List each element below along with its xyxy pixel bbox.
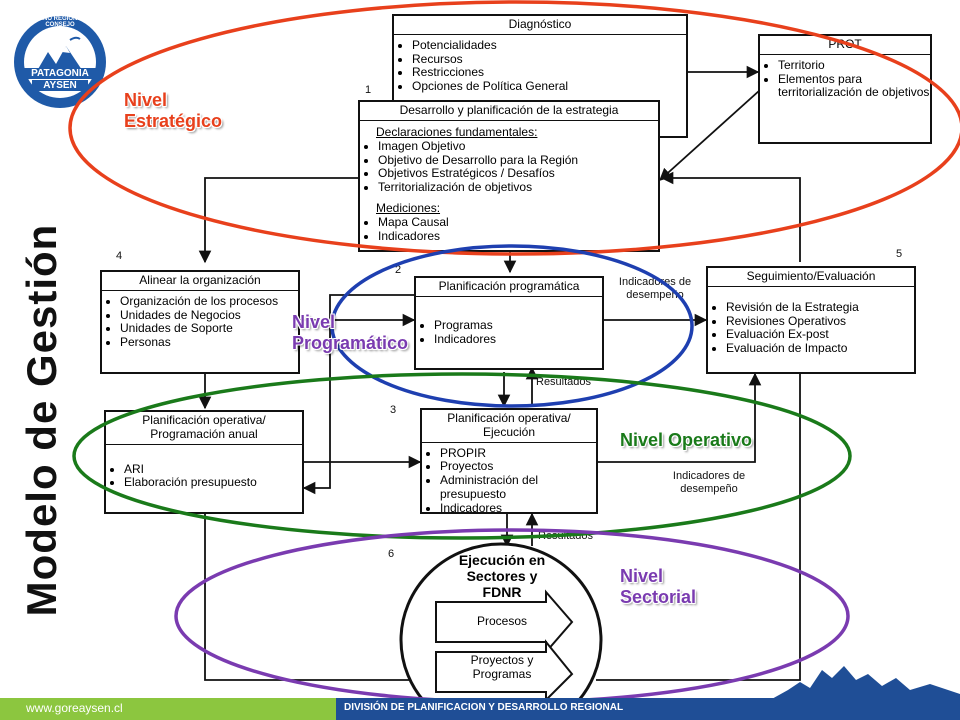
box-alinear: Alinear la organización Organización de … bbox=[100, 270, 300, 374]
level-label-line: Sectorial bbox=[620, 586, 697, 607]
list-item: Elaboración presupuesto bbox=[124, 476, 302, 490]
box-seguimiento-title: Seguimiento/Evaluación bbox=[708, 268, 914, 287]
list-item: Unidades de Negocios bbox=[120, 308, 298, 323]
list-item: Objetivos Estratégicos / Desafíos bbox=[378, 167, 658, 181]
footer-url-bar: www.goreaysen.cl bbox=[0, 698, 336, 720]
box-prot: PROT Territorio Elementos para territori… bbox=[758, 34, 932, 144]
footer-url[interactable]: www.goreaysen.cl bbox=[26, 701, 123, 715]
list-item: Evaluación Ex-post bbox=[726, 328, 914, 342]
list-item: Elementos para territorialización de obj… bbox=[778, 72, 930, 101]
list-item: Territorialización de objetivos bbox=[378, 180, 658, 195]
list-item: Indicadores bbox=[434, 332, 602, 347]
box-planificacion-operativa: Planificación operativa/ Programación an… bbox=[104, 410, 304, 514]
logo: GOBIERNO REGIONAL Y SU CONSEJO PATAGONIA… bbox=[12, 14, 108, 110]
list-item: Potencialidades bbox=[412, 38, 686, 53]
level-label-estrategico: Nivel Estratégico bbox=[124, 90, 222, 131]
box-desarrollo-title: Desarrollo y planificación de la estrate… bbox=[360, 102, 658, 121]
execution-title: Ejecución en Sectores y FDNR bbox=[458, 552, 546, 601]
list-item: ARI bbox=[124, 462, 302, 477]
procesos-arrow-shape bbox=[435, 589, 574, 655]
list-item: PROPIR bbox=[440, 446, 596, 461]
level-label-line: Nivel bbox=[620, 566, 664, 586]
step-number-4: 4 bbox=[116, 250, 123, 262]
step-number-3: 3 bbox=[390, 404, 397, 416]
list-item: Imagen Objetivo bbox=[378, 139, 658, 154]
list-item: Administración del presupuesto bbox=[440, 473, 596, 502]
list-item: Evaluación de Impacto bbox=[726, 341, 914, 356]
step-number-6: 6 bbox=[388, 548, 395, 560]
step-number-2: 2 bbox=[395, 264, 402, 276]
level-label-line: Programático bbox=[292, 332, 409, 353]
level-label-line: Nivel bbox=[124, 90, 168, 110]
list-item: Restricciones bbox=[412, 66, 686, 80]
list-item: Objetivo de Desarrollo para la Región bbox=[378, 153, 658, 168]
execution-circle bbox=[399, 542, 603, 700]
list-item: Indicadores bbox=[378, 229, 658, 244]
list-item: Territorio bbox=[778, 58, 930, 73]
logo-name-line1: PATAGONIA bbox=[20, 68, 100, 79]
level-label-sectorial: Nivel Sectorial bbox=[620, 566, 696, 607]
strategic-level-ellipse bbox=[68, 0, 960, 256]
box-alinear-title: Alinear la organización bbox=[102, 272, 298, 291]
list-item: Indicadores bbox=[440, 501, 596, 516]
box-desarrollo: Desarrollo y planificación de la estrate… bbox=[358, 100, 660, 252]
list-item: Programas bbox=[434, 318, 602, 333]
list-item: Revisión de la Estrategia bbox=[726, 300, 914, 315]
list-item: Personas bbox=[120, 335, 298, 350]
box-seguimiento: Seguimiento/Evaluación Revisión de la Es… bbox=[706, 266, 916, 374]
list-item: Revisiones Operativos bbox=[726, 314, 914, 329]
logo-name-line2: AYSEN bbox=[32, 80, 88, 91]
list-item: Organización de los procesos bbox=[120, 294, 298, 309]
proyectos-arrow-shape bbox=[435, 639, 574, 700]
sectorial-level-ellipse bbox=[174, 528, 850, 704]
logo-ring-text: GOBIERNO REGIONAL Y SU CONSEJO bbox=[19, 16, 101, 28]
level-label-line: Nivel bbox=[292, 312, 336, 332]
proyectos-label: Proyectos y Programas bbox=[470, 653, 534, 681]
operational-level-ellipse bbox=[72, 372, 852, 540]
level-label-programatico: Nivel Programático bbox=[292, 312, 408, 353]
box-diagnostico-title: Diagnóstico bbox=[394, 16, 686, 35]
box-planificacion-ejecucion: Planificación operativa/ Ejecución PROPI… bbox=[420, 408, 598, 516]
procesos-label: Procesos bbox=[476, 614, 528, 628]
list-item: Opciones de Política General bbox=[412, 79, 686, 94]
footer-division-bar: DIVISIÓN DE PLANIFICACION Y DESARROLLO R… bbox=[336, 698, 960, 720]
footer-division: DIVISIÓN DE PLANIFICACION Y DESARROLLO R… bbox=[344, 702, 624, 713]
step-number-5: 5 bbox=[896, 248, 903, 260]
declaraciones-heading: Declaraciones fundamentales: bbox=[376, 124, 538, 139]
programmatic-level-ellipse bbox=[330, 244, 694, 408]
step-number-1: 1 bbox=[365, 84, 372, 96]
list-item: Proyectos bbox=[440, 460, 596, 474]
indicadores-label-bottom: Indicadores de desempeño bbox=[672, 470, 746, 495]
mediciones-heading: Mediciones: bbox=[376, 200, 441, 215]
level-label-line: Estratégico bbox=[124, 110, 223, 131]
box-planprog-title: Planificación programática bbox=[416, 278, 602, 297]
box-planopej-title: Planificación operativa/ Ejecución bbox=[422, 410, 596, 443]
indicadores-label-top: Indicadores de desempeño bbox=[618, 276, 692, 301]
box-planop-title: Planificación operativa/ Programación an… bbox=[106, 412, 302, 445]
level-label-operativo: Nivel Operativo bbox=[620, 430, 752, 451]
list-item: Recursos bbox=[412, 52, 686, 67]
mountain-silhouette-icon bbox=[770, 666, 960, 700]
level-label-line: Nivel Operativo bbox=[620, 430, 753, 450]
list-item: Mapa Causal bbox=[378, 215, 658, 230]
box-planificacion-programatica: Planificación programática Programas Ind… bbox=[414, 276, 604, 370]
list-item: Unidades de Soporte bbox=[120, 322, 298, 336]
